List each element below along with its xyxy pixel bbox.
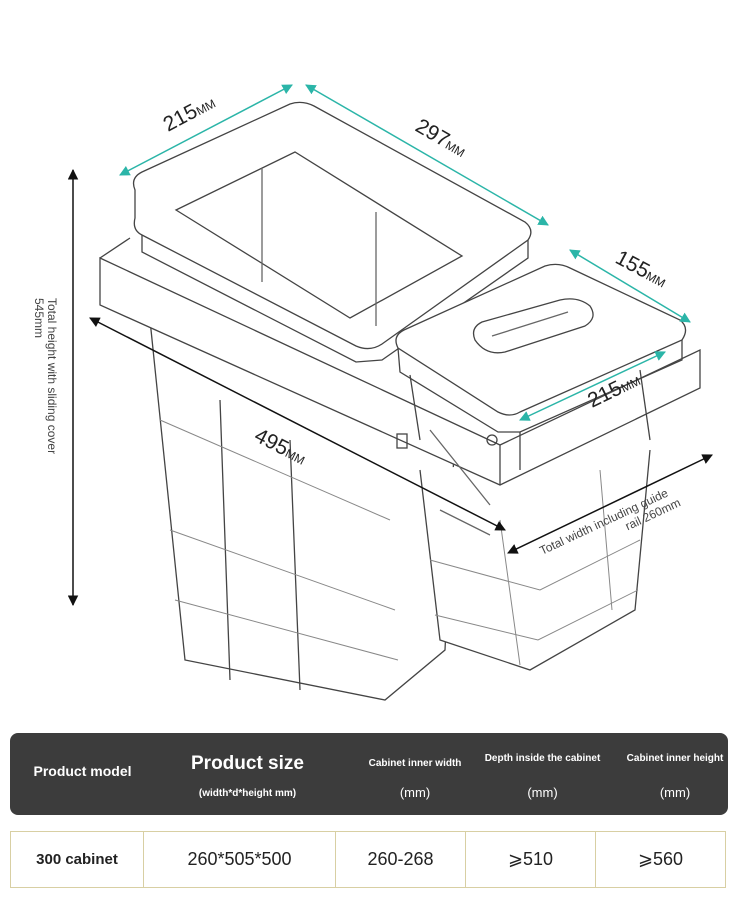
header-inner-width: Cabinet inner width xyxy=(368,758,462,769)
header-inner-depth: Depth inside the cabinet xyxy=(484,753,601,764)
small-bin-body xyxy=(419,449,651,671)
header-inner-depth-unit: (mm) xyxy=(527,785,558,800)
dim-line-small-width xyxy=(519,351,666,421)
header-inner-height: Cabinet inner height xyxy=(626,753,724,764)
dim-label-top-width: 215MM xyxy=(160,90,219,136)
header-product-model: Product model xyxy=(33,763,132,779)
dim-label-top-length: 297MM xyxy=(412,114,471,161)
header-inner-height-unit: (mm) xyxy=(659,785,691,800)
row-inner-height: ⩾560 xyxy=(637,849,684,869)
header-product-size: Product size xyxy=(191,753,304,774)
dim-line-depth xyxy=(89,317,506,531)
row-product-size: 260*505*500 xyxy=(144,832,336,887)
dim-line-top-length xyxy=(305,84,549,226)
dimension-lines xyxy=(67,84,713,607)
row-inner-depth: ⩾510 xyxy=(466,832,596,887)
row-product-model: 300 cabinet xyxy=(11,832,144,887)
dim-line-top-width xyxy=(119,84,293,176)
header-product-size-units: (width*d*height mm) xyxy=(198,788,297,799)
dim-line-small-length xyxy=(569,249,691,323)
dim-label-small-length: 155MM xyxy=(612,246,671,292)
header-inner-width-unit: (mm) xyxy=(399,785,431,800)
dim-line-total-width xyxy=(507,454,713,554)
spec-table-row: 300 cabinet 260*505*500 260-268 ⩾510 ⩾56… xyxy=(10,831,726,888)
row-inner-width: 260-268 xyxy=(336,832,466,887)
product-dimension-diagram: 215MM 297MM 155MM 215MM 495MM Total heig… xyxy=(32,84,713,701)
height-note: Total height with sliding cover 545mm xyxy=(32,298,59,457)
spec-table-header: Product model Product size (width*d*heig… xyxy=(10,733,728,815)
